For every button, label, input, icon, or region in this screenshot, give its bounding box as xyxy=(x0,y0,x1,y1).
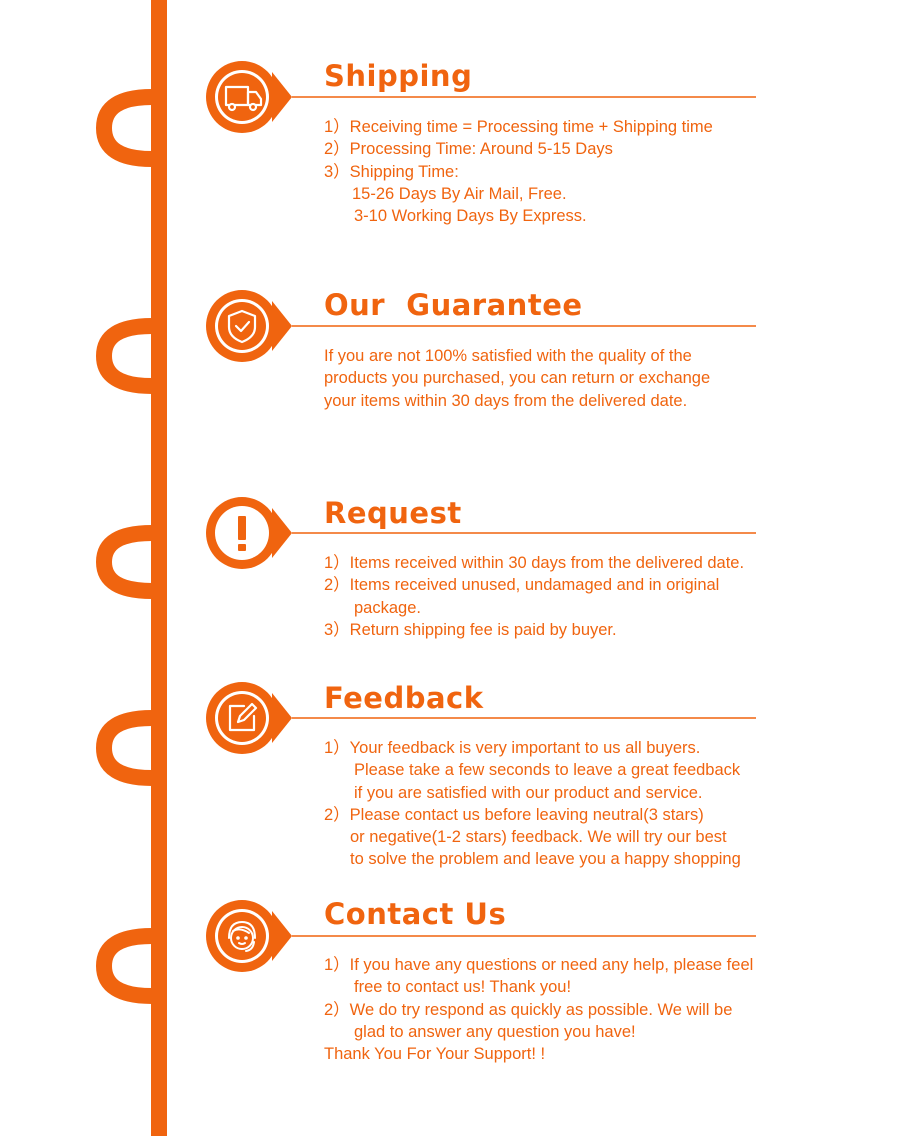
request-line-1: 1）Items received within 30 days from the… xyxy=(324,554,745,572)
contact-body: 1）If you have any questions or need any … xyxy=(324,954,844,1065)
shipping-line-1: 1）Receiving time = Processing time + Shi… xyxy=(324,118,713,136)
feedback-line-6: to solve the problem and leave you a hap… xyxy=(350,850,741,869)
exclamation-icon xyxy=(238,516,246,551)
guarantee-line-3: your items within 30 days from the deliv… xyxy=(324,391,688,410)
feedback-title: Feedback xyxy=(324,681,484,715)
contact-title: Contact Us xyxy=(324,897,507,931)
support-agent-icon xyxy=(228,920,256,952)
shipping-line-3: 3）Shipping Time: xyxy=(324,162,459,181)
guarantee-title: Our Guarantee xyxy=(324,288,583,322)
shipping-section: Shipping xyxy=(324,60,824,92)
request-line-3: package. xyxy=(354,598,421,617)
shipping-line-4: 15-26 Days By Air Mail, Free. xyxy=(352,184,567,203)
feedback-line-5: or negative(1-2 stars) feedback. We will… xyxy=(350,828,727,847)
shipping-body: 1）Receiving time = Processing time + Shi… xyxy=(324,116,844,227)
shield-check-icon xyxy=(227,309,257,344)
guarantee-node xyxy=(95,290,756,394)
feedback-line-3: if you are satisfied with our product an… xyxy=(354,783,703,802)
feedback-body: 1）Your feedback is very important to us … xyxy=(324,737,844,871)
contact-section: Contact Us xyxy=(324,898,824,930)
contact-line-2: free to contact us! Thank you! xyxy=(354,978,572,997)
guarantee-line-2: products you purchased, you can return o… xyxy=(324,369,711,388)
contact-line-4: glad to answer any question you have! xyxy=(354,1022,636,1041)
feedback-node xyxy=(95,682,756,786)
feedback-section: Feedback xyxy=(324,682,824,714)
timeline-bar xyxy=(151,0,167,1136)
request-body: 1）Items received within 30 days from the… xyxy=(324,552,844,641)
guarantee-line-1: If you are not 100% satisfied with the q… xyxy=(324,347,692,365)
shipping-node xyxy=(95,61,756,167)
shipping-title: Shipping xyxy=(324,59,473,93)
contact-line-3: 2）We do try respond as quickly as possib… xyxy=(324,1000,733,1019)
feedback-line-1: 1）Your feedback is very important to us … xyxy=(324,739,701,757)
feedback-line-4: 2）Please contact us before leaving neutr… xyxy=(324,805,704,824)
edit-icon xyxy=(228,702,258,732)
request-title: Request xyxy=(324,496,462,530)
guarantee-body: If you are not 100% satisfied with the q… xyxy=(324,345,844,412)
truck-icon xyxy=(224,85,263,112)
request-node xyxy=(95,497,756,599)
shipping-line-5: 3-10 Working Days By Express. xyxy=(354,207,587,226)
contact-line-5: Thank You For Your Support! ! xyxy=(324,1045,546,1064)
guarantee-section: Our Guarantee xyxy=(324,289,824,321)
contact-node xyxy=(95,900,756,1004)
shipping-line-2: 2）Processing Time: Around 5-15 Days xyxy=(324,140,613,159)
request-line-2: 2）Items received unused, undamaged and i… xyxy=(324,576,720,595)
contact-line-1: 1）If you have any questions or need any … xyxy=(324,956,754,974)
request-section: Request xyxy=(324,497,824,529)
feedback-line-2: Please take a few seconds to leave a gre… xyxy=(354,761,741,780)
request-line-4: 3）Return shipping fee is paid by buyer. xyxy=(324,620,617,639)
